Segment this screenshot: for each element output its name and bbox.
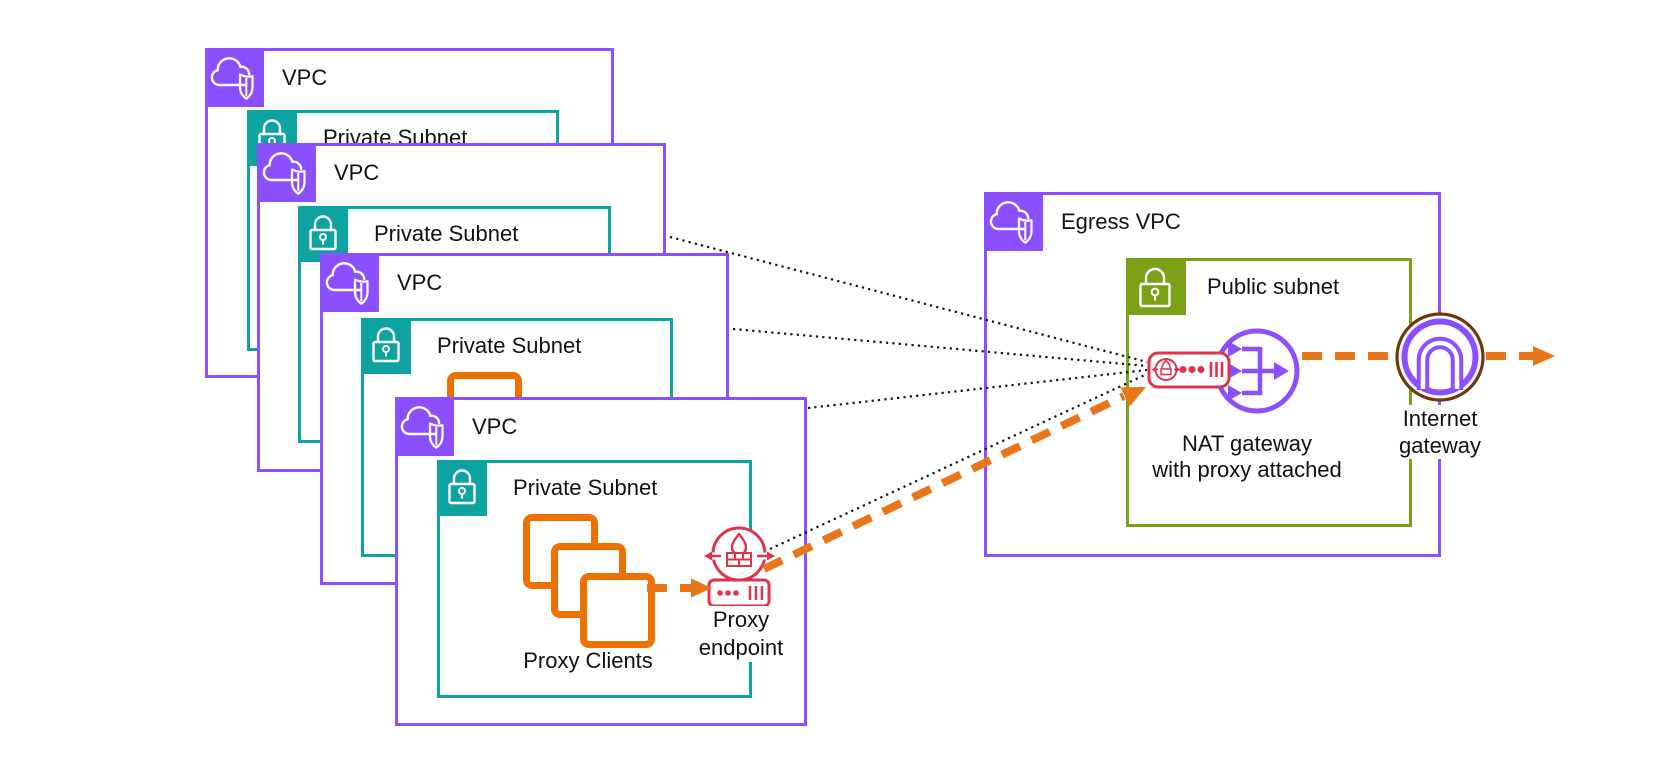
vpc-icon	[320, 253, 379, 312]
vpc-label-4: VPC	[472, 414, 518, 439]
cloud-shield-icon	[210, 57, 254, 100]
cloud-shield-icon	[262, 152, 306, 195]
firewall-proxy-icon	[704, 526, 775, 608]
internet-gateway-label: Internet gateway	[1397, 405, 1483, 459]
nat-gateway-label: NAT gateway with proxy attached	[1150, 431, 1344, 483]
vpc-icon	[984, 192, 1043, 251]
private-subnet-label-4: Private Subnet	[513, 475, 658, 500]
vpc-label-1: VPC	[282, 65, 328, 90]
nat-gateway-label-line2: with proxy attached	[1152, 457, 1342, 482]
proxy-client-square	[580, 573, 655, 648]
nat-gateway-label-line1: NAT gateway	[1181, 431, 1313, 456]
cloud-shield-icon	[989, 201, 1033, 244]
arrowhead-igw-to-internet	[1533, 346, 1555, 366]
merge-arrows-icon	[1214, 328, 1300, 414]
proxy-endpoint-label: Proxy endpoint	[696, 606, 786, 662]
proxy-endpoint-label-line1: Proxy	[712, 607, 770, 632]
proxy-module-icon	[1147, 351, 1231, 389]
gateway-arch-icon	[1395, 312, 1485, 402]
vpc-label-2: VPC	[334, 160, 380, 185]
lock-icon	[372, 327, 400, 363]
egress-vpc-label: Egress VPC	[1061, 209, 1181, 234]
proxy-endpoint-icon	[703, 520, 777, 612]
private-subnet-label-3: Private Subnet	[437, 333, 582, 358]
vpc-icon	[257, 143, 316, 202]
proxy-endpoint-label-line2: endpoint	[698, 635, 784, 660]
vpc-icon	[395, 397, 454, 456]
private-subnet-icon	[298, 206, 348, 262]
lock-icon	[309, 215, 337, 251]
vpc-label-3: VPC	[397, 270, 443, 295]
nat-gateway-icon	[1212, 327, 1302, 417]
vpc-icon	[205, 48, 264, 107]
proxy-clients-label: Proxy Clients	[521, 648, 655, 674]
cloud-shield-icon	[325, 262, 369, 305]
public-subnet-label: Public subnet	[1207, 274, 1340, 299]
public-subnet-icon	[1126, 258, 1186, 315]
internet-gateway-label-line1: Internet	[1402, 406, 1478, 431]
private-subnet-icon	[361, 318, 411, 374]
internet-gateway-label-line2: gateway	[1399, 433, 1481, 458]
nat-proxy-attached-icon	[1144, 348, 1236, 392]
private-subnet-icon	[437, 460, 487, 516]
cloud-shield-icon	[400, 406, 444, 449]
internet-gateway-icon	[1394, 311, 1486, 403]
lock-icon	[448, 469, 476, 505]
lock-icon	[1139, 267, 1171, 308]
private-subnet-label-2: Private Subnet	[374, 221, 519, 246]
